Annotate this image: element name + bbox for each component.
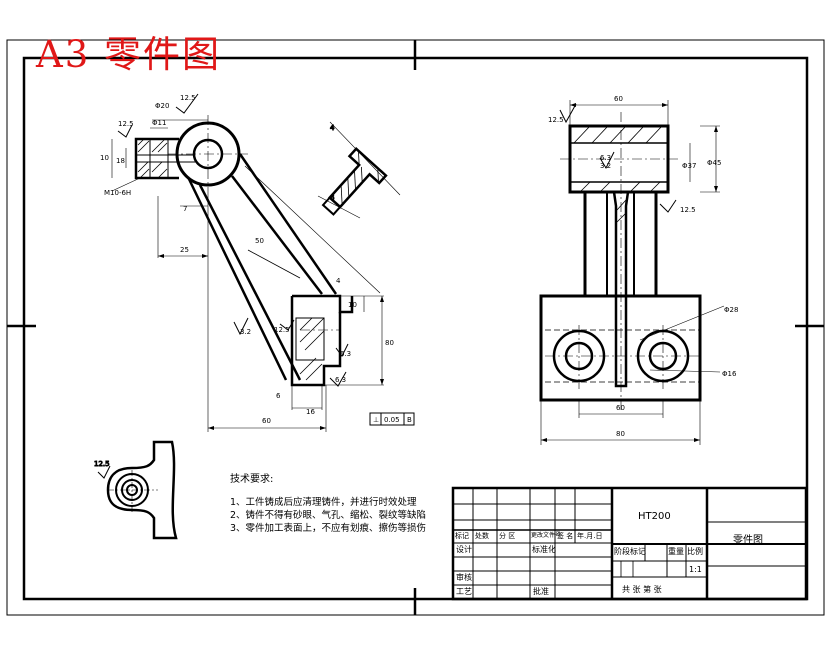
svg-text:80: 80	[616, 430, 625, 438]
weight-label: 重量	[668, 547, 684, 556]
header-mark: 标记	[455, 532, 469, 540]
svg-text:0.05: 0.05	[384, 416, 400, 424]
svg-text:12.5: 12.5	[548, 116, 564, 124]
svg-text:25: 25	[180, 246, 189, 254]
svg-text:6.3: 6.3	[600, 154, 611, 162]
part-name: 零件图	[733, 535, 763, 546]
right-front-view	[539, 100, 725, 445]
review-label: 审核	[456, 573, 472, 582]
technical-requirement-item: 2、铸件不得有砂眼、气孔、缩松、裂纹等缺陷	[230, 510, 427, 521]
technical-requirement-item: 1、工件铸成后应清理铸件，并进行时效处理	[230, 497, 417, 508]
right-view-dimensions: 60 12.5 Φ45 Φ37 12.5 3.2 6.3 Φ28 Φ16 60 …	[548, 95, 738, 438]
svg-text:60: 60	[616, 404, 625, 412]
svg-text:60: 60	[614, 95, 623, 103]
header-date: 年.月.日	[577, 532, 603, 540]
bottom-left-view: 12.5	[94, 440, 178, 540]
standardization-label: 标准化	[532, 545, 556, 554]
svg-text:6: 6	[330, 194, 335, 202]
svg-text:6.3: 6.3	[340, 350, 351, 358]
svg-text:4: 4	[330, 124, 335, 132]
svg-text:B: B	[407, 416, 412, 424]
scale-label: 比例	[687, 547, 703, 556]
svg-text:12.5: 12.5	[94, 460, 110, 468]
svg-text:7: 7	[183, 205, 187, 213]
header-sign: 签 名	[557, 532, 574, 540]
svg-text:Φ45: Φ45	[707, 159, 721, 167]
technical-requirement-item: 3、零件加工表面上，不应有划痕、擦伤等损伤	[230, 523, 427, 534]
technical-requirements-title: 技术要求:	[230, 474, 274, 485]
removed-section-view: 4 6	[317, 121, 401, 219]
svg-text:3.2: 3.2	[240, 328, 251, 336]
svg-text:12.5: 12.5	[274, 326, 290, 334]
process-label: 工艺	[456, 587, 472, 596]
svg-text:⊥: ⊥	[373, 416, 379, 424]
scale-value: 1:1	[689, 565, 702, 574]
svg-text:M10-6H: M10-6H	[104, 189, 131, 197]
header-count: 处数	[475, 532, 489, 540]
svg-text:18: 18	[116, 157, 125, 165]
svg-text:80: 80	[385, 339, 394, 347]
material-label: HT200	[638, 511, 671, 522]
geometric-tolerance-frame: ⊥ 0.05 B	[369, 412, 415, 426]
svg-text:10: 10	[348, 301, 357, 309]
svg-text:60: 60	[262, 417, 271, 425]
header-zone: 分 区	[499, 532, 516, 540]
svg-text:12.5: 12.5	[680, 206, 696, 214]
svg-text:12.5: 12.5	[180, 94, 196, 102]
svg-text:3.2: 3.2	[600, 162, 611, 170]
svg-text:10: 10	[100, 154, 109, 162]
svg-text:4: 4	[336, 277, 341, 285]
svg-text:50: 50	[255, 237, 264, 245]
stage-mark-label: 阶段标记	[614, 547, 646, 556]
svg-text:6.3: 6.3	[335, 376, 346, 384]
left-lever-view	[111, 93, 384, 432]
title-block-grid	[451, 486, 808, 601]
svg-text:16: 16	[306, 408, 315, 416]
svg-text:Φ37: Φ37	[682, 162, 696, 170]
svg-text:6: 6	[276, 392, 281, 400]
sheet-title: A3 零件图	[36, 33, 222, 76]
svg-text:Φ16: Φ16	[722, 370, 737, 378]
design-label: 设计	[456, 545, 472, 554]
svg-text:Φ11: Φ11	[152, 119, 166, 127]
approve-label: 批准	[533, 587, 549, 596]
svg-text:Φ28: Φ28	[724, 306, 738, 314]
centering-marks	[7, 40, 824, 615]
svg-text:Φ20: Φ20	[155, 102, 169, 110]
header-change-doc: 更改文件号	[531, 532, 562, 539]
left-view-dimensions: Φ20 Φ11 12.5 12.5 10 18 M10-6H 7 25 50 6…	[100, 94, 394, 425]
sheet-count-label: 共 张 第 张	[622, 585, 662, 594]
svg-text:12.5: 12.5	[118, 120, 134, 128]
